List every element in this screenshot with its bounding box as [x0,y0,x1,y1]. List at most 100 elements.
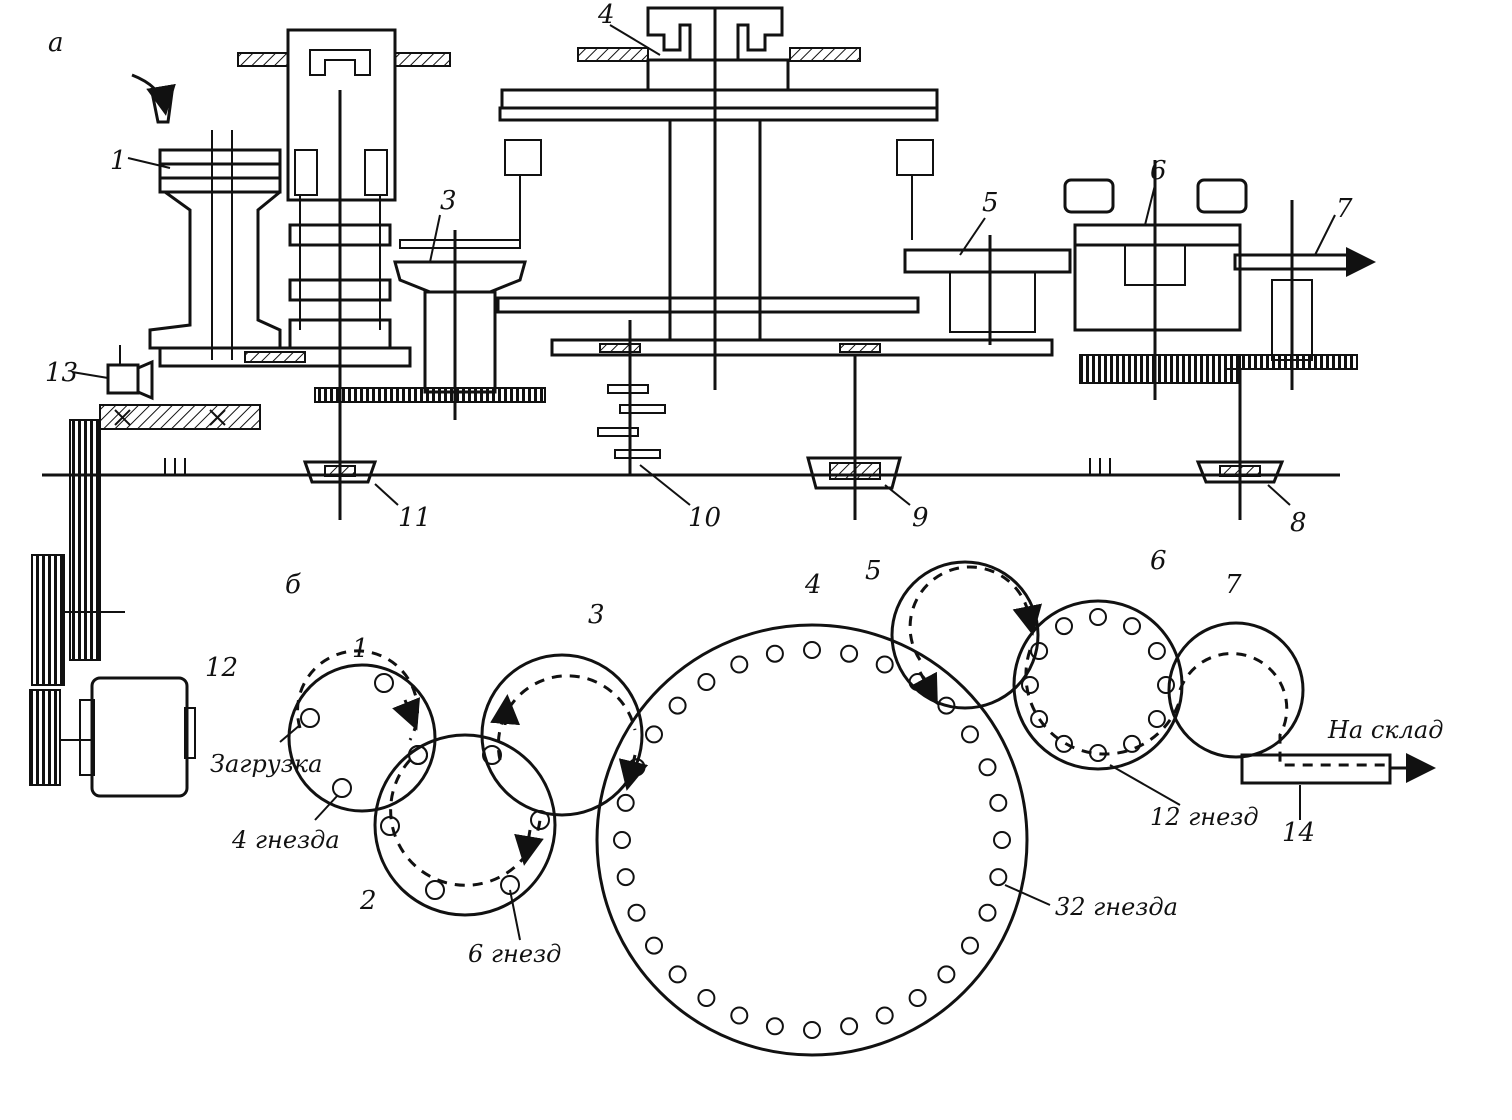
nest-hole [627,903,646,922]
panel-a-leaders [71,24,1336,506]
nest-hole [616,793,635,812]
rotor-circle-1 [287,663,437,813]
gear-3 [314,387,546,403]
panel-a-drawing [29,6,1376,798]
rotor-7-body [1224,200,1376,390]
rotor-label-14: 14 [1282,818,1316,848]
part-label-7: 7 [1336,194,1353,224]
rotor-circle-7 [1167,621,1305,759]
rotor-label-3: 3 [588,600,605,630]
rotor-6-nests [1021,608,1175,762]
nests-32-annotation: 32 гнезда [1055,893,1178,921]
part-label-11: 11 [398,503,432,533]
nest-hole [765,1017,784,1036]
conveyor-14 [1240,753,1392,785]
nest-hole [908,989,927,1007]
rotor-circle-2 [373,733,557,917]
rotor-circle-5 [890,560,1040,710]
part-label-12: 12 [205,653,239,683]
rotor-2-nests [380,745,550,900]
nest-hole [1157,676,1175,694]
nest-hole [875,655,894,674]
nest-hole [616,868,635,887]
nest-hole [937,696,956,715]
rotor-label-6: 6 [1150,546,1167,576]
gear-7 [1224,354,1358,370]
nest-hole [961,936,979,955]
nest-hole [1030,710,1049,728]
part-label-9: 9 [912,503,929,533]
part-label-13: 13 [45,358,79,388]
nests-4-annotation: 4 гнезда [232,826,340,854]
rotor-label-1: 1 [352,634,369,664]
to-storage-annotation: На склад [1328,716,1444,744]
part-label-3: 3 [440,186,457,216]
rotor-label-5: 5 [865,556,882,586]
gear-6 [1079,354,1241,384]
part-label-10: 10 [688,503,722,533]
shaft-10 [597,320,666,475]
rotor-4-body [496,6,1054,390]
nest-hole [697,673,716,691]
nest-hole [668,696,687,715]
hopper-funnel [150,90,174,124]
nest-hole [961,725,979,744]
rotor-1-body [131,73,282,360]
nest-hole [1021,676,1039,694]
rotor-4-nests [613,641,1011,1039]
nest-hole [993,831,1011,849]
part-label-1: 1 [110,146,127,176]
nest-hole [1089,744,1107,762]
nest-hole [978,903,997,922]
part-label-4: 4 [598,0,615,30]
nest-hole [1123,617,1141,636]
nest-hole [765,644,784,663]
rotor-label-7: 7 [1225,570,1242,600]
panel-b-leaders [279,724,1301,941]
nest-hole [1089,608,1107,626]
rotor-circle-3 [480,653,644,817]
part-label-8: 8 [1290,508,1307,538]
nest-hole [803,641,821,659]
transport-paths [296,565,1390,887]
rotor-label-2: 2 [360,886,377,916]
reducer-13 [99,345,261,430]
loading-annotation: Загрузка [210,750,323,778]
nest-hole [668,965,687,984]
nest-hole [730,655,749,674]
couplings [302,355,1285,520]
rotor-3-body [314,230,546,420]
rotor-circle-6 [1012,599,1184,771]
nest-hole [840,644,859,663]
nest-hole [730,1006,749,1025]
nest-hole [989,793,1008,812]
nest-hole [937,965,956,984]
nest-hole [645,725,663,744]
nest-hole [803,1021,821,1039]
feed-arrow [131,73,176,116]
nest-hole [1147,642,1166,660]
motor-12 [79,676,196,798]
nest-hole [613,831,631,849]
nest-hole [1055,617,1073,636]
nest-hole [1030,642,1049,660]
nest-hole [1123,734,1141,753]
transfer-arrows [392,603,1043,866]
rotor-circle-4 [595,623,1029,1057]
rotor-5-body [903,235,1072,345]
panel-b-label: б [285,570,301,600]
rotor-6-body [1063,160,1248,400]
nest-hole [645,936,663,955]
nest-hole [989,868,1008,887]
rotor-label-4: 4 [805,570,822,600]
part-label-5: 5 [982,188,999,218]
rotor-1-nests [300,673,428,798]
nest-hole [978,758,997,777]
nest-hole [875,1006,894,1025]
panel-a-label: а [48,28,64,58]
panel-b-drawing [279,560,1436,1057]
nests-12-annotation: 12 гнезд [1150,803,1259,831]
rotor-2-body [237,28,451,520]
